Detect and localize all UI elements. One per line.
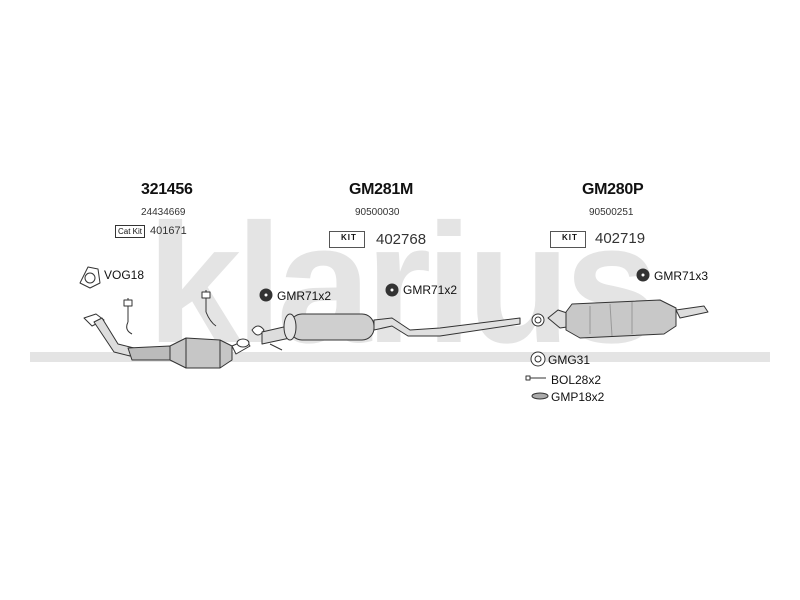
bracket-label-left[interactable]: GMR71x2 bbox=[277, 289, 332, 303]
rear-silencer[interactable] bbox=[547, 299, 709, 339]
rubber-mount-icon[interactable] bbox=[636, 268, 650, 282]
gasket-icon[interactable] bbox=[79, 266, 101, 289]
kit-icon: KIT bbox=[329, 231, 365, 248]
clamp-icon[interactable] bbox=[531, 313, 545, 327]
gasket-label-vog18[interactable]: VOG18 bbox=[104, 268, 145, 282]
watermark-bar bbox=[30, 352, 770, 362]
clamp-label-gmg31[interactable]: GMG31 bbox=[548, 353, 591, 367]
front-pipe[interactable] bbox=[83, 313, 175, 361]
rubber-mount-icon[interactable] bbox=[259, 288, 273, 302]
oem-number-90500030: 90500030 bbox=[355, 207, 400, 218]
bracket-label-mid[interactable]: GMR71x2 bbox=[403, 283, 458, 297]
bolt-icon[interactable] bbox=[525, 375, 546, 381]
rubber-mount-icon[interactable] bbox=[385, 283, 399, 297]
oem-number-90500251: 90500251 bbox=[589, 207, 634, 218]
kit-ref-402719[interactable]: 402719 bbox=[595, 230, 646, 247]
middle-silencer[interactable] bbox=[261, 313, 521, 345]
lambda-sensor-icon[interactable] bbox=[123, 298, 133, 335]
part-number-gm281m[interactable]: GM281M bbox=[349, 181, 413, 198]
lambda-sensor-icon[interactable] bbox=[201, 290, 217, 327]
kit-ref-402768[interactable]: 402768 bbox=[376, 231, 427, 248]
kit-icon: KIT bbox=[550, 231, 586, 248]
part-number-321456[interactable]: 321456 bbox=[141, 181, 193, 198]
bolt-label-bol28x2[interactable]: BOL28x2 bbox=[551, 373, 602, 387]
spring-label-gmp18x2[interactable]: GMP18x2 bbox=[551, 390, 605, 404]
bracket-label-right[interactable]: GMR71x3 bbox=[654, 269, 709, 283]
spring-icon[interactable] bbox=[531, 392, 549, 400]
catalytic-converter[interactable] bbox=[169, 337, 251, 369]
cat-kit-badge: Cat Kit bbox=[115, 225, 146, 238]
cat-kit-ref[interactable]: 401671 bbox=[150, 225, 187, 237]
clamp-gmg31-icon[interactable] bbox=[530, 351, 546, 367]
oem-number-24434669: 24434669 bbox=[141, 207, 186, 218]
part-number-gm280p[interactable]: GM280P bbox=[582, 181, 644, 198]
